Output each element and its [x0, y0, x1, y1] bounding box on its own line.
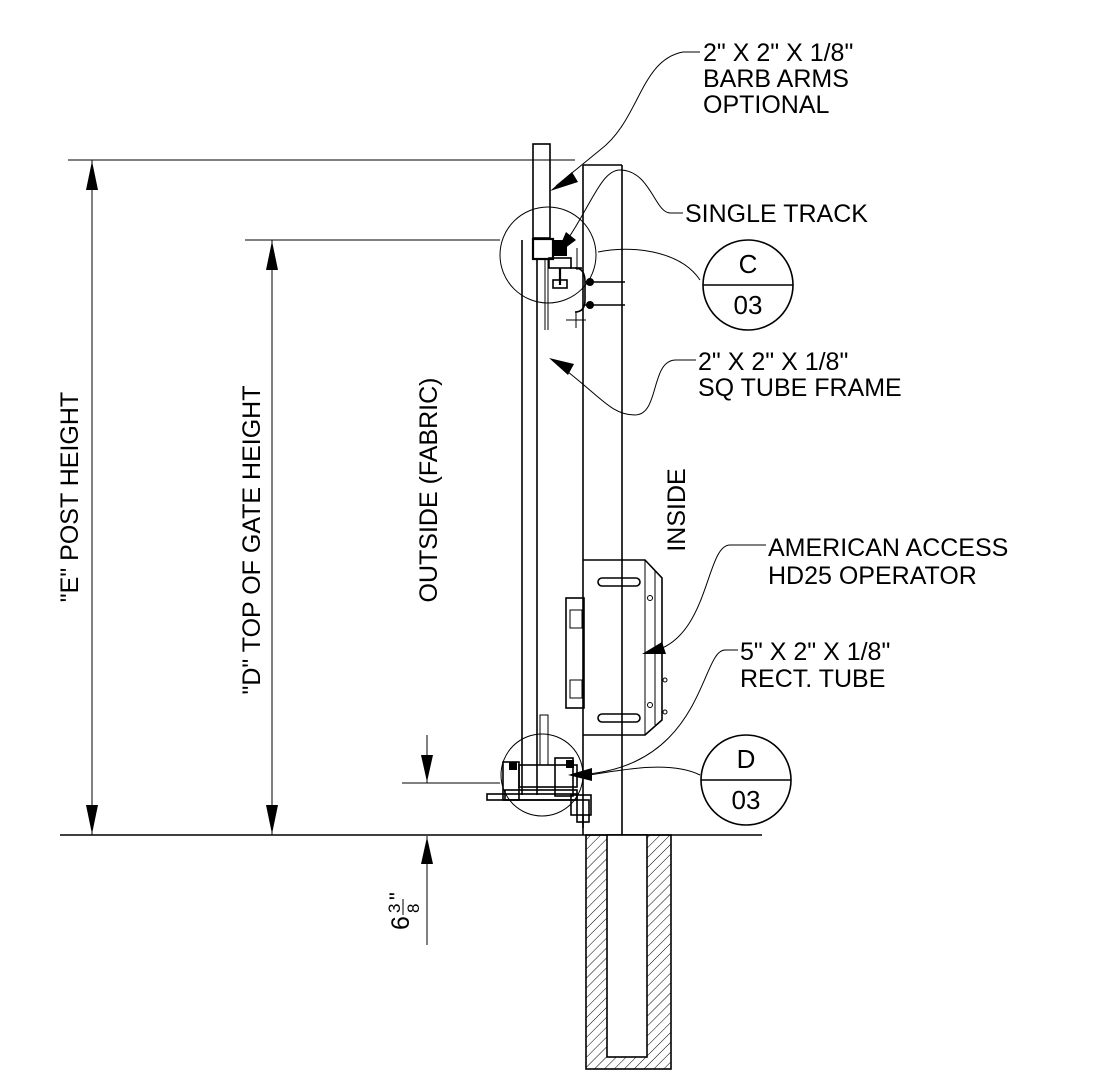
svg-text:2" X 2" X 1/8": 2" X 2" X 1/8" [698, 348, 848, 376]
ground-clearance-label: 6 3 8 " [385, 892, 423, 930]
gate-frame-tube [521, 143, 551, 795]
callout-operator: AMERICAN ACCESS HD25 OPERATOR [642, 534, 1008, 654]
svg-text:3: 3 [385, 904, 404, 913]
detail-bubble-c-letter: C [739, 249, 758, 279]
detail-circle-top [499, 206, 597, 304]
detail-bubble-c-sheet: 03 [734, 290, 763, 320]
post-in-footing [606, 834, 648, 1058]
detail-bubble-c: C 03 [597, 239, 794, 331]
single-track-hardware [531, 237, 625, 328]
ground-clearance-dimension: 6 3 8 " [385, 735, 500, 945]
operator-enclosure [565, 559, 668, 736]
outside-label: OUTSIDE (FABRIC) [415, 377, 443, 602]
svg-text:BARB ARMS: BARB ARMS [703, 65, 849, 93]
svg-text:": " [385, 892, 410, 900]
gate-height-dimension: "D" TOP OF GATE HEIGHT [238, 239, 500, 835]
callout-single-track: SINGLE TRACK [556, 169, 868, 255]
callout-sq-tube-frame: 2" X 2" X 1/8" SQ TUBE FRAME [549, 348, 902, 416]
gate-height-label: "D" TOP OF GATE HEIGHT [238, 386, 266, 695]
post-height-dimension: "E" POST HEIGHT [56, 159, 575, 835]
svg-text:2" X 2" X 1/8": 2" X 2" X 1/8" [703, 39, 853, 67]
svg-text:HD25 OPERATOR: HD25 OPERATOR [768, 562, 977, 590]
svg-text:RECT. TUBE: RECT. TUBE [740, 665, 885, 693]
detail-bubble-d-letter: D [737, 744, 756, 774]
bottom-rail-assembly [486, 757, 592, 828]
svg-text:5" X 2" X 1/8": 5" X 2" X 1/8" [740, 638, 890, 666]
inside-label: INSIDE [663, 468, 691, 551]
detail-bubble-d: D 03 [583, 734, 792, 826]
svg-text:SINGLE TRACK: SINGLE TRACK [685, 200, 868, 228]
svg-text:SQ TUBE FRAME: SQ TUBE FRAME [698, 374, 902, 402]
main-post [582, 164, 623, 835]
ground-and-footing [60, 834, 762, 1070]
detail-bubble-d-sheet: 03 [732, 785, 761, 815]
svg-text:8: 8 [404, 904, 423, 913]
callout-rect-tube: 5" X 2" X 1/8" RECT. TUBE [568, 638, 890, 781]
svg-text:AMERICAN ACCESS: AMERICAN ACCESS [768, 534, 1008, 562]
svg-text:OPTIONAL: OPTIONAL [703, 91, 830, 119]
svg-text:6: 6 [387, 916, 415, 930]
callout-barb-arms: 2" X 2" X 1/8" BARB ARMS OPTIONAL [550, 39, 853, 191]
post-height-label: "E" POST HEIGHT [56, 392, 84, 602]
